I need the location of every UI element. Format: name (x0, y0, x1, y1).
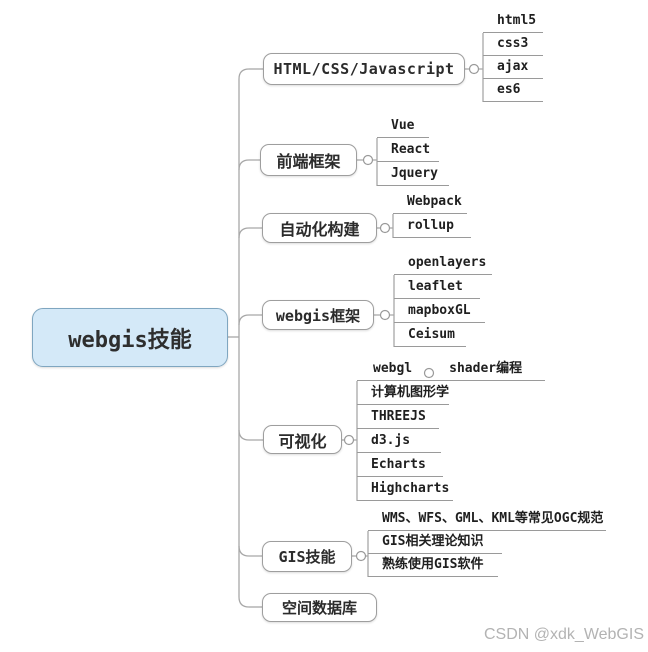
leaf-computer-graphics[interactable]: 计算机图形学 (357, 381, 449, 405)
leaf-webgl-row: webgl shader编程 (357, 357, 545, 381)
leaf-es6[interactable]: es6 (483, 79, 543, 102)
collapse-toggle-html-css-js[interactable] (468, 63, 480, 75)
branch-gis-skills[interactable]: GIS技能 (262, 541, 352, 572)
leaf-mapboxgl[interactable]: mapboxGL (394, 299, 485, 323)
group-gis-children: WMS、WFS、GML、KML等常见OGC规范 GIS相关理论知识 熟练使用GI… (368, 508, 606, 577)
leaf-highcharts[interactable]: Highcharts (357, 477, 453, 501)
leaf-vue[interactable]: Vue (377, 114, 429, 138)
elbow-branch-2 (238, 159, 260, 171)
elbow-branch-5 (238, 429, 263, 441)
elbow-branch-4 (238, 314, 262, 326)
group-build-children: Webpack rollup (393, 190, 471, 238)
group-visualization-children: webgl shader编程 计算机图形学 THREEJS d3.js Echa… (357, 357, 545, 501)
elbow-branch-3 (238, 227, 262, 239)
leaf-ceisum[interactable]: Ceisum (394, 323, 466, 347)
elbow-branch-6 (238, 545, 262, 557)
leaf-gis-theory[interactable]: GIS相关理论知识 (368, 531, 502, 554)
collapse-toggle-webgis-frameworks[interactable] (379, 309, 391, 321)
group-webgis-children: openlayers leaflet mapboxGL Ceisum (394, 251, 492, 347)
root-node-webgis-skills[interactable]: webgis技能 (32, 308, 228, 367)
branch-webgis-frameworks[interactable]: webgis框架 (262, 300, 374, 330)
trunk-line (238, 68, 250, 608)
branch-spatial-database[interactable]: 空间数据库 (262, 593, 377, 622)
leaf-webgl[interactable]: webgl (373, 361, 413, 376)
leaf-html5[interactable]: html5 (483, 10, 543, 33)
leaf-css3[interactable]: css3 (483, 33, 543, 56)
leaf-openlayers[interactable]: openlayers (394, 251, 492, 275)
collapse-toggle-webgl[interactable] (423, 367, 435, 379)
leaf-ogc-standards[interactable]: WMS、WFS、GML、KML等常见OGC规范 (368, 508, 606, 531)
group-html-css-js-children: html5 css3 ajax es6 (483, 10, 543, 102)
branch-html-css-javascript[interactable]: HTML/CSS/Javascript (263, 53, 465, 85)
leaf-echarts[interactable]: Echarts (357, 453, 443, 477)
branch-visualization[interactable]: 可视化 (263, 425, 342, 454)
leaf-webpack[interactable]: Webpack (393, 190, 467, 214)
leaf-shader-programming[interactable]: shader编程 (449, 361, 523, 376)
collapse-toggle-build-tools[interactable] (379, 222, 391, 234)
collapse-toggle-visualization[interactable] (343, 434, 355, 446)
leaf-rollup[interactable]: rollup (393, 214, 471, 238)
watermark: CSDN @xdk_WebGIS (484, 626, 644, 643)
branch-frontend-frameworks[interactable]: 前端框架 (260, 144, 357, 176)
leaf-leaflet[interactable]: leaflet (394, 275, 480, 299)
group-frontend-children: Vue React Jquery (377, 114, 449, 186)
leaf-d3js[interactable]: d3.js (357, 429, 441, 453)
leaf-gis-software[interactable]: 熟练使用GIS软件 (368, 554, 498, 577)
leaf-react[interactable]: React (377, 138, 439, 162)
collapse-toggle-frontend-frameworks[interactable] (362, 154, 374, 166)
collapse-toggle-gis-skills[interactable] (355, 550, 367, 562)
leaf-threejs[interactable]: THREEJS (357, 405, 439, 429)
leaf-ajax[interactable]: ajax (483, 56, 543, 79)
leaf-jquery[interactable]: Jquery (377, 162, 449, 186)
branch-build-automation[interactable]: 自动化构建 (262, 213, 377, 243)
